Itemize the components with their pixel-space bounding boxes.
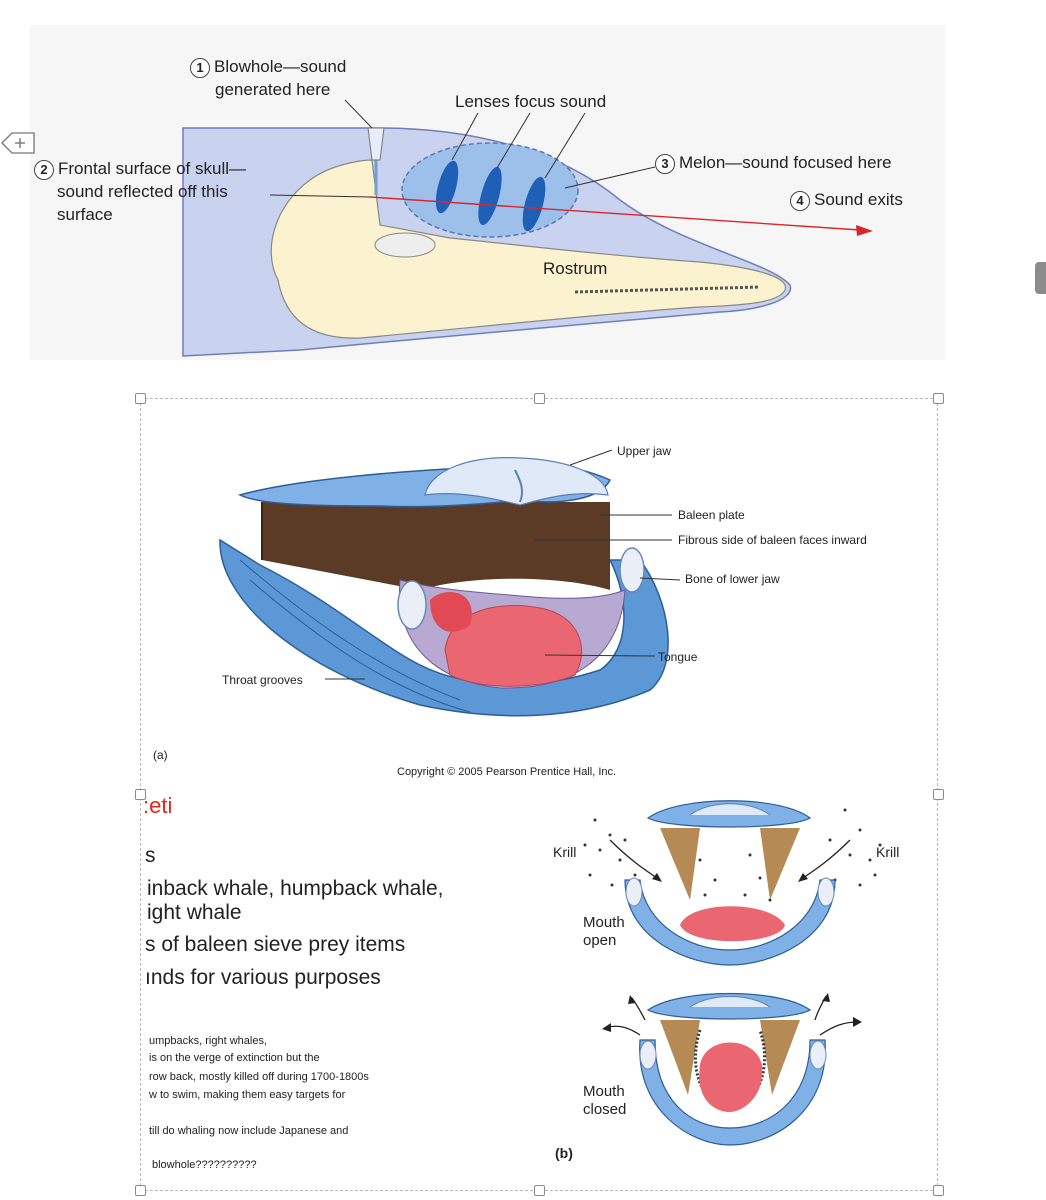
label-lenses: Lenses focus sound	[455, 92, 607, 111]
label-mouth-closed-line2: closed	[583, 1101, 627, 1118]
label-blowhole-line1: Blowhole—sound	[214, 57, 347, 76]
slide-bullet-4: s of baleen sieve prey items	[145, 933, 406, 956]
label-mouth-closed: Mouth closed	[583, 1083, 626, 1119]
step-3-badge: 3	[655, 154, 675, 174]
label-rostrum: Rostrum	[543, 259, 608, 278]
label-frontal-line3: surface	[57, 205, 113, 224]
resize-handle-bottom-left[interactable]	[135, 1185, 146, 1196]
scrollbar-thumb[interactable]	[1035, 262, 1046, 294]
feeding-open-illustration	[583, 800, 882, 966]
resize-handle-top-center[interactable]	[534, 393, 545, 404]
label-panel-a: (a)	[153, 748, 168, 762]
step-1-badge: 1	[190, 58, 210, 78]
plus-icon	[1, 132, 35, 154]
label-panel-b: (b)	[555, 1145, 573, 1161]
slide-title-fragment: :eti	[143, 793, 173, 818]
note-line-4: w to swim, making them easy targets for	[149, 1089, 346, 1101]
slide-bullet-2: inback whale, humpback whale,	[147, 877, 444, 900]
label-mouth-open: Mouth open	[583, 914, 625, 950]
label-frontal-line1: Frontal surface of skull—	[58, 159, 247, 178]
note-line-6: blowhole??????????	[152, 1159, 257, 1171]
resize-handle-middle-right[interactable]	[933, 789, 944, 800]
feeding-closed-illustration	[602, 992, 862, 1146]
label-baleen-plate: Baleen plate	[678, 508, 745, 522]
step-2-badge: 2	[34, 160, 54, 180]
add-item-tab[interactable]	[0, 130, 36, 156]
resize-handle-top-right[interactable]	[933, 393, 944, 404]
slide-bullet-1: s	[145, 844, 156, 867]
label-bone-lower-jaw: Bone of lower jaw	[685, 572, 780, 586]
label-mouth-open-line1: Mouth	[583, 914, 625, 931]
resize-handle-middle-left[interactable]	[135, 789, 146, 800]
resize-handle-top-left[interactable]	[135, 393, 146, 404]
resize-handle-bottom-right[interactable]	[933, 1185, 944, 1196]
label-krill-left: Krill	[553, 844, 577, 860]
note-line-1: umpbacks, right whales,	[149, 1035, 267, 1047]
slide-bullet-5: ınds for various purposes	[145, 966, 381, 989]
step-4-badge: 4	[790, 191, 810, 211]
label-fibrous-side: Fibrous side of baleen faces inward	[678, 533, 867, 547]
label-melon-text: Melon—sound focused here	[679, 153, 892, 172]
slide-bullet-3: ight whale	[147, 901, 242, 924]
baleen-mouth-illustration	[219, 449, 681, 717]
label-blowhole-line2: generated here	[215, 80, 331, 99]
label-mouth-open-line2: open	[583, 932, 617, 949]
label-sound-exits-text: Sound exits	[814, 190, 903, 209]
note-line-2: is on the verge of extinction but the	[149, 1052, 320, 1064]
note-line-3: row back, mostly killed off during 1700-…	[149, 1071, 369, 1083]
label-frontal-line2: sound reflected off this	[57, 182, 228, 201]
note-line-5: till do whaling now include Japanese and	[149, 1125, 349, 1137]
label-upper-jaw: Upper jaw	[617, 444, 672, 458]
resize-handle-bottom-center[interactable]	[534, 1185, 545, 1196]
copyright-text: Copyright © 2005 Pearson Prentice Hall, …	[397, 766, 617, 778]
label-throat-grooves: Throat grooves	[222, 673, 303, 687]
label-tongue: Tongue	[658, 650, 698, 664]
label-krill-right: Krill	[876, 844, 900, 860]
label-mouth-closed-line1: Mouth	[583, 1083, 625, 1100]
dolphin-head-illustration	[182, 99, 873, 357]
